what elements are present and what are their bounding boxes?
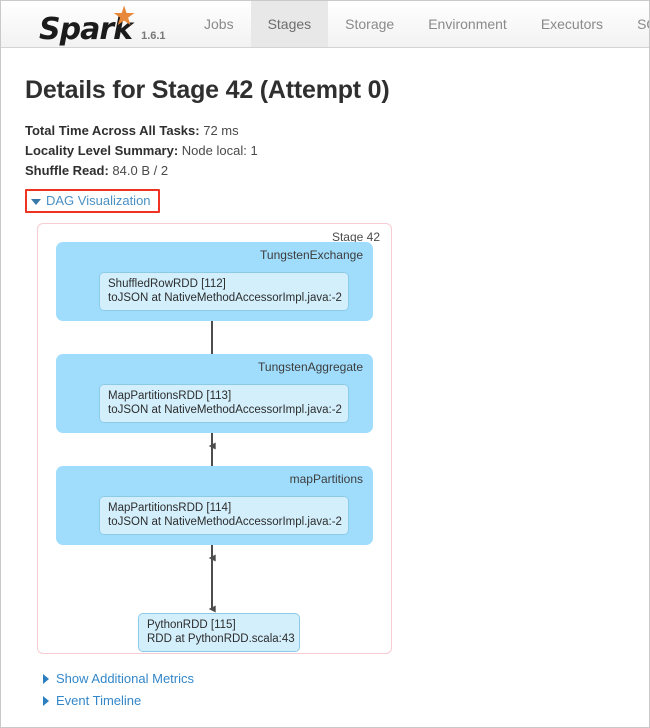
dag-visualization-highlight: DAG Visualization	[25, 189, 160, 213]
dag-visualization-label: DAG Visualization	[46, 193, 151, 208]
dag-rdd-node-terminal[interactable]: PythonRDD [115] RDD at PythonRDD.scala:4…	[138, 613, 300, 652]
nav-tab-executors[interactable]: Executors	[540, 16, 604, 32]
main-content: Details for Stage 42 (Attempt 0) Total T…	[1, 48, 649, 711]
dag-stage-box-tungsten-aggregate[interactable]: TungstenAggregate MapPartitionsRDD [113]…	[56, 354, 373, 433]
nav-tab-list: Jobs Stages Storage Environment Executor…	[187, 1, 649, 47]
summary-shuffle-read-value: 84.0 B / 2	[112, 163, 169, 178]
dag-rdd-node-title: ShuffledRowRDD [112]	[108, 278, 226, 290]
page-title: Details for Stage 42 (Attempt 0)	[25, 76, 390, 104]
event-timeline-toggle[interactable]: Event Timeline	[43, 690, 625, 711]
dag-stage-box-label: TungstenExchange	[260, 248, 363, 262]
summary-total-time-value: 72 ms	[203, 123, 239, 138]
summary-locality-value: Node local: 1	[181, 143, 258, 158]
spark-logo-text: Spark	[39, 12, 133, 47]
chevron-right-icon	[43, 695, 49, 706]
dag-rdd-node-subtitle: RDD at PythonRDD.scala:43	[147, 633, 295, 645]
dag-visualization-container: Stage 42 TungstenExchange ShuffledRowRDD…	[37, 223, 392, 654]
dag-visualization-toggle[interactable]: DAG Visualization	[31, 193, 151, 208]
summary-shuffle-read: Shuffle Read: 84.0 B / 2	[25, 161, 625, 181]
star-icon: ★	[112, 1, 136, 32]
nav-tab-stages[interactable]: Stages	[250, 1, 329, 47]
dag-rdd-node-title: MapPartitionsRDD [114]	[108, 502, 232, 514]
dag-rdd-node[interactable]: MapPartitionsRDD [113] toJSON at NativeM…	[99, 384, 349, 423]
dag-stage-box-label: TungstenAggregate	[258, 360, 363, 374]
dag-stage-box-label: mapPartitions	[289, 472, 363, 486]
dag-stage-box-map-partitions[interactable]: mapPartitions MapPartitionsRDD [114] toJ…	[56, 466, 373, 545]
event-timeline-label: Event Timeline	[56, 693, 142, 708]
dag-rdd-node[interactable]: MapPartitionsRDD [114] toJSON at NativeM…	[99, 496, 349, 535]
nav-tab-storage[interactable]: Storage	[345, 16, 395, 32]
show-additional-metrics-label: Show Additional Metrics	[56, 671, 195, 686]
spark-brand[interactable]: Spark ★ 1.6.1	[39, 3, 166, 47]
chevron-right-icon	[43, 673, 49, 684]
footer-links: Show Additional Metrics Event Timeline	[43, 668, 625, 711]
top-navbar: Spark ★ 1.6.1 Jobs Stages Storage Enviro…	[1, 1, 649, 48]
dag-rdd-node-subtitle: toJSON at NativeMethodAccessorImpl.java:…	[108, 404, 342, 416]
nav-tab-jobs[interactable]: Jobs	[204, 16, 234, 32]
dag-rdd-node-subtitle: toJSON at NativeMethodAccessorImpl.java:…	[108, 292, 342, 304]
nav-tab-environment[interactable]: Environment	[428, 16, 507, 32]
show-additional-metrics-toggle[interactable]: Show Additional Metrics	[43, 668, 625, 689]
summary-total-time: Total Time Across All Tasks: 72 ms	[25, 121, 625, 141]
dag-stage-label: Stage 42	[331, 230, 380, 244]
summary-locality-label: Locality Level Summary:	[25, 143, 179, 158]
dag-rdd-node-subtitle: toJSON at NativeMethodAccessorImpl.java:…	[108, 516, 342, 528]
summary-locality: Locality Level Summary: Node local: 1	[25, 141, 625, 161]
dag-rdd-node-title: MapPartitionsRDD [113]	[108, 390, 232, 402]
spark-logo: Spark ★	[39, 3, 136, 47]
summary-total-time-label: Total Time Across All Tasks:	[25, 123, 200, 138]
dag-stage-box-tungsten-exchange[interactable]: TungstenExchange ShuffledRowRDD [112] to…	[56, 242, 373, 321]
spark-version-label: 1.6.1	[141, 30, 166, 42]
dag-rdd-node[interactable]: ShuffledRowRDD [112] toJSON at NativeMet…	[99, 272, 349, 311]
chevron-down-icon	[31, 198, 41, 205]
dag-rdd-node-title: PythonRDD [115]	[147, 619, 236, 631]
summary-shuffle-read-label: Shuffle Read:	[25, 163, 109, 178]
nav-tab-sql[interactable]: SQL	[637, 16, 649, 32]
